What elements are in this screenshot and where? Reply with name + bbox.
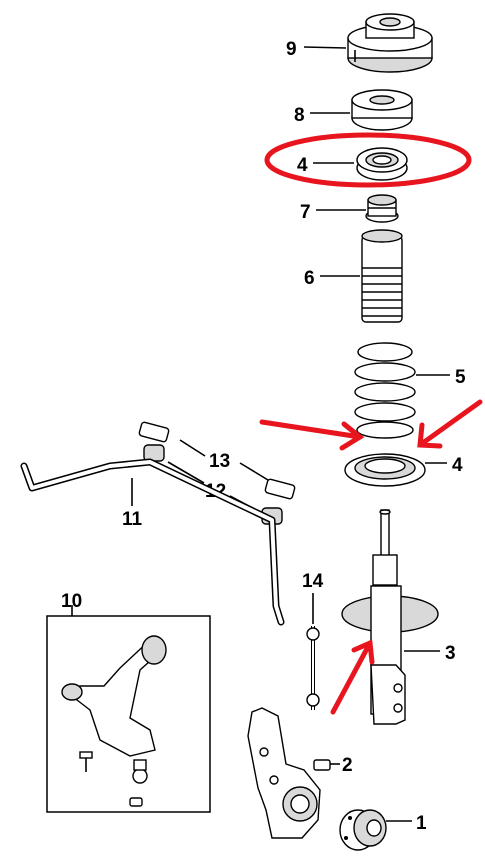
highlight-arrow-strut — [330, 639, 375, 715]
bracket-icon — [138, 421, 296, 500]
link-icon — [306, 626, 320, 710]
callout-8: 8 — [294, 105, 305, 126]
callout-7: 7 — [300, 202, 311, 223]
callout-14: 14 — [302, 571, 324, 592]
highlight-arrow-left — [259, 419, 365, 451]
upper-seat-icon — [351, 89, 413, 131]
leader-9 — [303, 46, 347, 49]
callout-5: 5 — [455, 367, 466, 388]
callout-2: 2 — [342, 755, 353, 776]
callout-13: 13 — [209, 451, 230, 472]
knuckle-icon — [247, 707, 331, 839]
control-arm-icon — [61, 635, 167, 807]
callout-1: 1 — [416, 813, 427, 834]
control-arm-box — [46, 615, 211, 813]
strut-icon — [341, 509, 439, 725]
bump-stop-icon — [365, 194, 399, 223]
strut-mount-icon — [347, 13, 433, 73]
highlight-arrow-right — [417, 399, 483, 449]
hub-icon — [339, 809, 387, 851]
leader-13-a — [179, 439, 206, 457]
callout-4-top: 4 — [297, 155, 308, 176]
spring-seat-icon — [344, 453, 426, 487]
callout-10: 10 — [61, 591, 82, 612]
callout-3: 3 — [445, 643, 456, 664]
dust-boot-icon — [361, 229, 403, 323]
leader-12-a — [167, 461, 205, 484]
coil-spring-icon — [354, 342, 416, 439]
highlight-oval — [264, 132, 472, 188]
callout-9: 9 — [286, 39, 297, 60]
callout-11: 11 — [122, 509, 143, 530]
callout-4-bottom: 4 — [452, 455, 463, 476]
leader-13-b — [239, 462, 269, 481]
bearing-icon — [356, 147, 408, 181]
stabilizer-bar-icon — [20, 458, 285, 626]
callout-6: 6 — [304, 268, 315, 289]
